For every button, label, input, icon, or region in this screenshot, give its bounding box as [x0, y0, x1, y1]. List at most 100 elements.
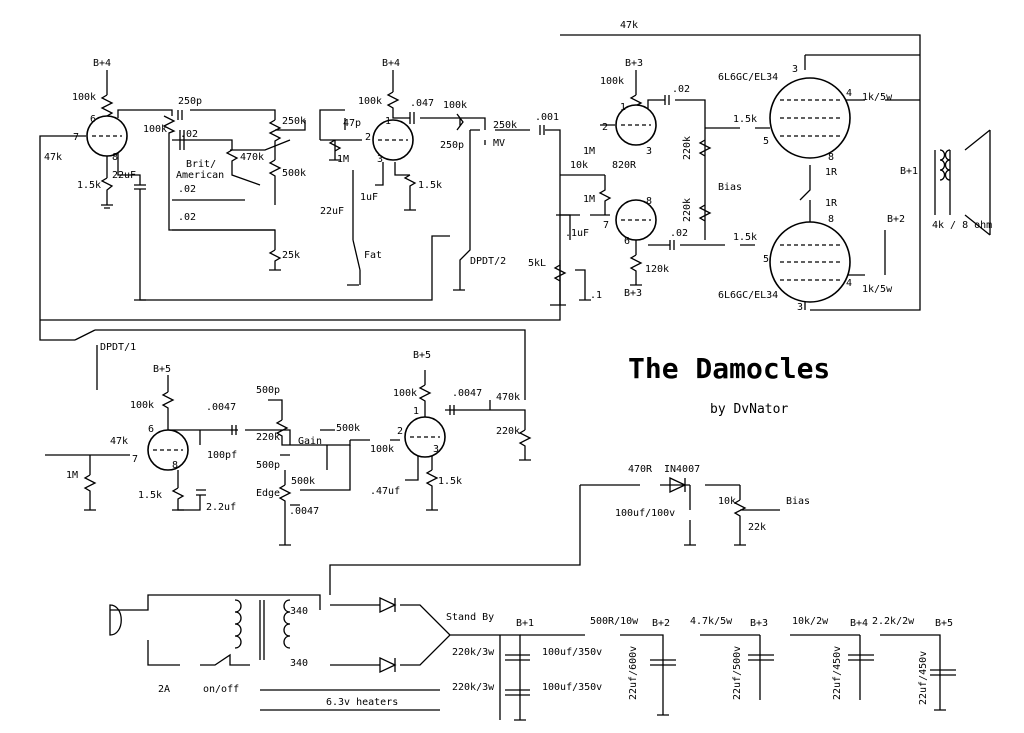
label-v5-220k: 220k [496, 426, 520, 437]
label-pi-pin2: 2 [602, 122, 608, 133]
label-pt1-screen: 1k/5w [862, 92, 893, 103]
label-grid-stop-1: 1.5k [733, 114, 757, 125]
label-v1-bypass-c: 22uF [112, 170, 136, 181]
label-v2-47p: 47p [343, 118, 361, 129]
label-bleeder-2: 220k/3w [452, 682, 495, 693]
label-bass-pot: 500k [282, 168, 306, 179]
label-mid-pot: 25k [282, 250, 300, 261]
label-bias-22k: 22k [748, 522, 766, 533]
label-pt1-pin5: 5 [763, 136, 769, 147]
label-pi-02b: .02 [670, 228, 688, 239]
label-filter-2: 100uf/350v [542, 682, 602, 693]
label-v1-input-r: 47k [44, 152, 62, 163]
label-american: American [176, 170, 224, 181]
wires [39, 34, 991, 720]
capacitors [177, 95, 956, 696]
label-pi-120k: 120k [645, 264, 669, 275]
label-pi-bplus3: B+3 [625, 58, 643, 69]
label-v5-cathode-r: 1.5k [438, 476, 462, 487]
tubes [86, 77, 851, 471]
label-pt1-pin8: 8 [828, 152, 834, 163]
label-gain-pot: 500k [336, 423, 360, 434]
label-edge-500p: 500p [256, 460, 280, 471]
label-v5-pin3: 3 [433, 444, 439, 455]
label-v2-coupling: .047 [410, 98, 434, 109]
label-edge: Edge [256, 488, 280, 499]
label-gain: Gain [298, 436, 322, 447]
label-pi-820r: 820R [612, 160, 637, 171]
label-v4-cathode-r: 1.5k [138, 490, 162, 501]
label-pi-10k: 10k [570, 160, 588, 171]
label-v2-pin3: 3 [377, 154, 383, 165]
label-pi-pin6: 6 [624, 236, 630, 247]
label-mv: MV [493, 138, 505, 149]
schematic-title: The Damocles [628, 352, 830, 385]
label-v5-coupling: .0047 [452, 388, 482, 399]
label-bias-r2: 220k [682, 198, 693, 222]
label-v1-pin8: 8 [112, 152, 118, 163]
label-v2-cathode-r: 1.5k [418, 180, 442, 191]
label-v5-bypass: .47uf [370, 486, 400, 497]
label-standby: Stand By [446, 612, 494, 623]
label-pt2-pin8: 8 [828, 214, 834, 225]
label-fat-cap: 22uF [320, 206, 344, 217]
label-v5-470k: 470k [496, 392, 520, 403]
label-v1-pin7: 7 [73, 132, 79, 143]
label-pt1-1r: 1R [825, 167, 838, 178]
label-pi-pin3: 3 [646, 146, 652, 157]
label-nfb-47k: 47k [620, 20, 638, 31]
label-v5-pin2: 2 [397, 426, 403, 437]
label-brit: Brit/ [186, 159, 216, 170]
label-v1-cathode-r: 1.5k [77, 180, 101, 191]
label-psu-bplus4: B+4 [850, 618, 868, 629]
label-mv-100k: 100k [443, 100, 467, 111]
label-filter-6: 22uf/450v [918, 651, 929, 705]
label-v2-bypass: 1uF [360, 192, 378, 203]
label-mv-250p: 250p [440, 140, 464, 151]
label-v4-bplus5: B+5 [153, 364, 171, 375]
label-gain-220k: 220k [256, 432, 280, 443]
label-filter-5: 22uf/450v [832, 646, 843, 700]
label-psu-bplus3: B+3 [750, 618, 768, 629]
schematic-author: by DvNator [710, 402, 788, 417]
label-bias-node: Bias [718, 182, 742, 193]
label-edge-cap: .0047 [289, 506, 319, 517]
label-ot-impedance: 4k / 8 ohm [932, 220, 992, 231]
label-psu-bplus2: B+2 [652, 618, 670, 629]
label-pi-1uf: .1uF [565, 228, 589, 239]
label-bias-out: Bias [786, 496, 810, 507]
grounds [84, 159, 946, 721]
label-dpdt2: DPDT/2 [470, 256, 506, 267]
label-tone-02a: .02 [180, 129, 198, 140]
label-pi-1m-b: 1M [583, 194, 595, 205]
label-tone-02c: .02 [178, 212, 196, 223]
label-v4-100pf: 100pf [207, 450, 237, 461]
label-filter-1: 100uf/350v [542, 647, 602, 658]
label-presence-cap: .1 [590, 290, 602, 301]
label-pi-bplus3b: B+3 [624, 288, 642, 299]
label-v2-pin1: 1 [385, 116, 391, 127]
label-v2-plate-r: 100k [358, 96, 382, 107]
label-edge-pot: 500k [291, 476, 315, 487]
label-pt1-pin4: 4 [846, 88, 852, 99]
label-v2-bplus: B+4 [382, 58, 400, 69]
label-filter-4: 22uf/500v [732, 646, 743, 700]
label-pt2-pin3: 3 [797, 302, 803, 313]
label-v5-plate-r: 100k [393, 388, 417, 399]
label-psu-bplus5: B+5 [935, 618, 953, 629]
label-pi-02a: .02 [672, 84, 690, 95]
label-v4-pin8: 8 [172, 460, 178, 471]
label-ot-bplus2: B+2 [887, 214, 905, 225]
label-bias-470r: 470R [628, 464, 653, 475]
label-psu-bplus1: B+1 [516, 618, 534, 629]
label-v4-coupling: .0047 [206, 402, 236, 413]
label-pt1-pin3: 3 [792, 64, 798, 75]
label-bias-r1: 220k [682, 136, 693, 160]
label-pi-001: .001 [535, 112, 559, 123]
label-pt-sec-b: 340 [290, 658, 308, 669]
label-pt2-pin4: 4 [846, 278, 852, 289]
label-grid-stop-2: 1.5k [733, 232, 757, 243]
label-v5-pin1: 1 [413, 406, 419, 417]
label-pi-pin7: 7 [603, 220, 609, 231]
label-tone-02b: .02 [178, 184, 196, 195]
